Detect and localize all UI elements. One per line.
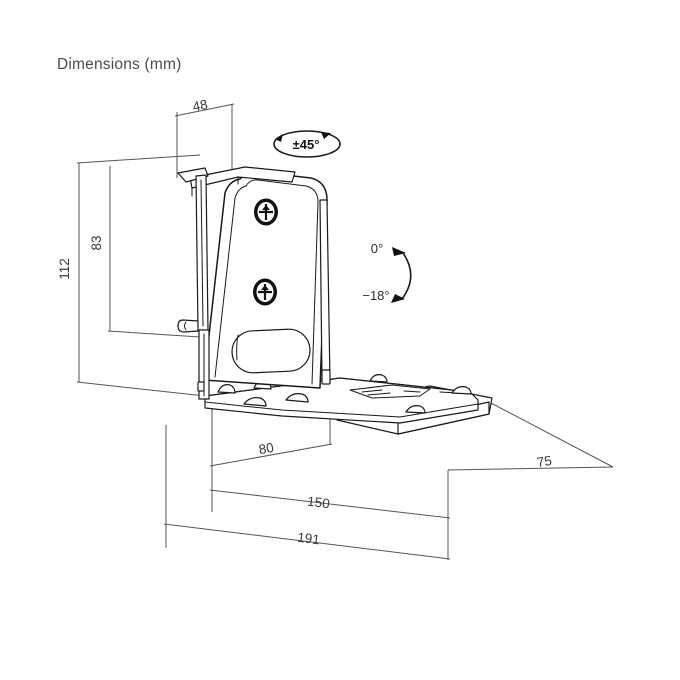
dim-label-191: 191: [296, 530, 320, 548]
handle-slot: [231, 328, 311, 374]
dim-label-150: 150: [306, 494, 330, 512]
tilt-annotation: 0° −18°: [362, 241, 412, 303]
page-title: Dimensions (mm): [57, 56, 182, 73]
dimension-lines-group: [76, 103, 614, 560]
swivel-range-label: ±45°: [293, 137, 320, 152]
support-rib-right: [319, 199, 331, 385]
dim-191-lines: [163, 425, 451, 560]
dim-112-lines: [76, 154, 206, 397]
dim-label-83: 83: [89, 235, 104, 250]
dim-150-lines: [209, 466, 451, 560]
swivel-annotation: ±45°: [273, 130, 341, 158]
screw-lower: [253, 278, 277, 306]
dim-48-lines: [174, 103, 235, 178]
dim-83-lines: [107, 166, 201, 338]
tilt-lower-label: −18°: [362, 288, 389, 303]
screw-upper: [254, 198, 278, 226]
dim-label-75: 75: [536, 453, 553, 470]
hinge-column: [177, 174, 210, 400]
dim-label-48: 48: [191, 97, 209, 115]
speaker-bracket-illustration: [177, 166, 493, 435]
dim-label-112: 112: [57, 258, 72, 280]
dimension-labels-group: 48 112 83 80 150 191 75: [57, 97, 553, 548]
tilt-upper-label: 0°: [371, 241, 383, 256]
base-plate-main: [204, 377, 479, 424]
wall-mount-flange: [177, 166, 296, 197]
dim-label-80: 80: [258, 440, 275, 457]
